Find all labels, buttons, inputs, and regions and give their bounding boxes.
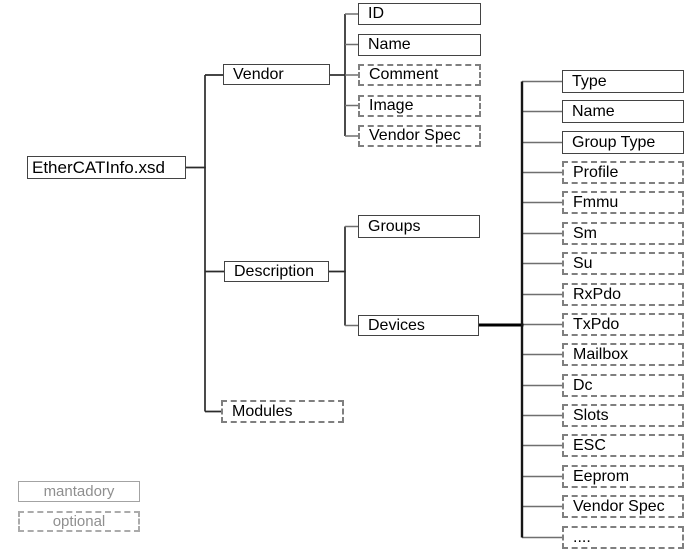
node-devices: Devices — [358, 315, 479, 336]
node-device-group-type: Group Type — [562, 131, 684, 154]
node-device-slots: Slots — [562, 404, 684, 427]
node-device-fmmu: Fmmu — [562, 191, 684, 214]
node-device-eeprom: Eeprom — [562, 465, 684, 488]
node-device-esc: ESC — [562, 434, 684, 457]
node-device-txpdo: TxPdo — [562, 313, 684, 336]
node-groups: Groups — [358, 215, 480, 238]
node-device-mailbox: Mailbox — [562, 343, 684, 366]
node-modules: Modules — [221, 400, 344, 423]
node-device-rxpdo: RxPdo — [562, 283, 684, 306]
node-device-type: Type — [562, 70, 684, 93]
node-device-vendor-spec: Vendor Spec — [562, 495, 684, 518]
node-vendor-vendor-spec: Vendor Spec — [358, 125, 481, 147]
node-vendor-comment: Comment — [358, 64, 481, 86]
node-device-dc: Dc — [562, 374, 684, 397]
node-vendor-id: ID — [358, 3, 481, 25]
node-vendor-name: Name — [358, 33, 481, 56]
node-ethercatinfo-xsd: EtherCATInfo.xsd — [27, 156, 186, 179]
node-device-profile: Profile — [562, 161, 684, 184]
node-device-more: .... — [562, 526, 684, 549]
node-vendor: Vendor — [223, 64, 330, 85]
node-device-su: Su — [562, 252, 684, 275]
node-description: Description — [224, 261, 329, 282]
legend-mandatory-box: mantadory — [18, 481, 140, 502]
legend-optional-box: optional — [18, 511, 140, 532]
node-vendor-image: Image — [358, 94, 481, 117]
node-device-name: Name — [562, 100, 684, 123]
node-device-sm: Sm — [562, 222, 684, 245]
